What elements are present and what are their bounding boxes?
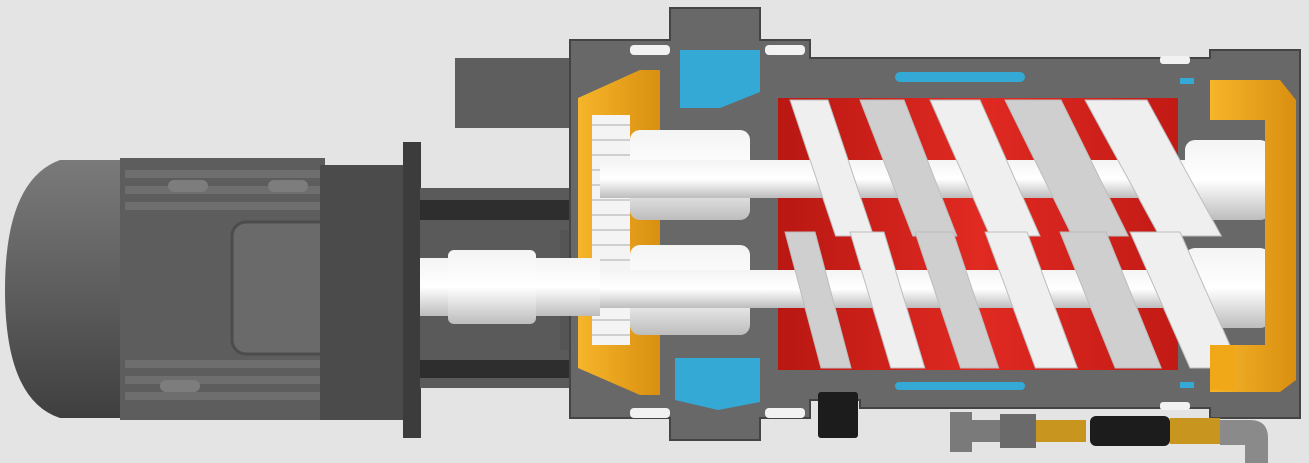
rotor-flight [1059, 231, 1162, 369]
valve-brass [1036, 420, 1086, 442]
rotor-flight [984, 231, 1079, 369]
motor-lug [160, 380, 200, 392]
motor-flange-plate [403, 142, 421, 438]
coolant-jacket-bottom [895, 382, 1025, 390]
end-cover-orange [1210, 80, 1296, 392]
rotor-flight [849, 231, 926, 369]
valve-fitting [1170, 418, 1220, 444]
drain-plug [818, 392, 858, 438]
motor-flange [320, 165, 410, 420]
motor-fan-cover [5, 160, 125, 418]
coolant-inlet-chamber [680, 50, 760, 108]
rotor-flight [859, 99, 958, 237]
valve-body [1090, 416, 1170, 446]
coolant-jacket-top [895, 72, 1025, 82]
rotor-flight [914, 231, 1000, 369]
cooling-channels [675, 50, 1194, 410]
rotor-flight [1084, 99, 1223, 237]
motor-lug [168, 180, 208, 192]
rotor-flight [1004, 99, 1130, 237]
coolant-outlet-chamber [675, 358, 760, 410]
end-bearing-cover [1210, 80, 1296, 392]
motor [5, 142, 421, 438]
motor-cooling-fins [125, 170, 320, 400]
upper-end-bearing [1185, 140, 1270, 220]
timing-gear-cover [578, 70, 660, 395]
shaft-coupling [448, 250, 536, 324]
rotor-flight [929, 99, 1041, 237]
rotor-flight [784, 231, 852, 369]
motor-lug [268, 180, 308, 192]
drain-elbow [1220, 420, 1268, 463]
screw-rotors [784, 99, 1241, 369]
drain-valve [818, 392, 1268, 463]
